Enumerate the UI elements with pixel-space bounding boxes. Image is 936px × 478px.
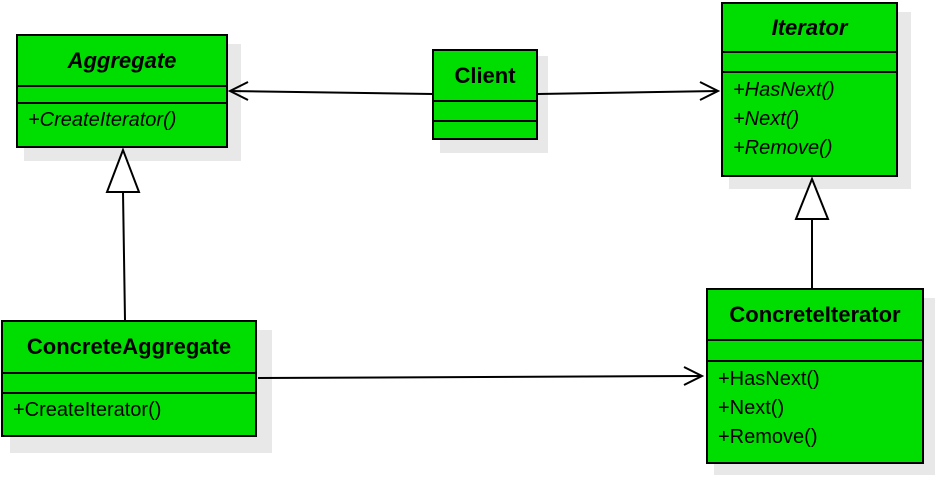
attributes-compartment <box>434 102 536 122</box>
concrete-aggregate-class[interactable]: ConcreteAggregate +CreateIterator() <box>1 320 257 437</box>
class-name: ConcreteIterator <box>708 290 922 341</box>
operation: +Remove() <box>733 137 833 159</box>
attributes-compartment <box>3 374 255 394</box>
client-class[interactable]: Client <box>432 49 538 140</box>
operations-compartment: +HasNext() +Next() +Remove() <box>723 73 896 163</box>
operation: +CreateIterator() <box>28 109 177 131</box>
operations-compartment: +CreateIterator() <box>18 104 226 135</box>
operation: +Next() <box>718 397 785 419</box>
concrete-iterator-class[interactable]: ConcreteIterator +HasNext() +Next() +Rem… <box>706 288 924 464</box>
operation: +Remove() <box>718 426 818 448</box>
operation: +CreateIterator() <box>13 399 162 421</box>
concrete-aggregate-generalization <box>105 147 141 321</box>
class-name: Client <box>434 51 536 102</box>
operations-compartment: +CreateIterator() <box>3 394 255 425</box>
class-name: Aggregate <box>18 36 226 87</box>
operation: +HasNext() <box>733 79 835 101</box>
operations-compartment <box>434 122 536 126</box>
attributes-compartment <box>723 53 896 73</box>
concrete-iterator-generalization <box>794 176 830 288</box>
class-name: Iterator <box>723 4 896 53</box>
client-iterator-association <box>537 81 721 101</box>
attributes-compartment <box>18 87 226 104</box>
operation: +Next() <box>733 108 800 130</box>
iterator-class[interactable]: Iterator +HasNext() +Next() +Remove() <box>721 2 898 177</box>
operations-compartment: +HasNext() +Next() +Remove() <box>708 362 922 452</box>
concrete-aggregate-concrete-iterator-association <box>257 366 705 386</box>
operation: +HasNext() <box>718 368 820 390</box>
aggregate-class[interactable]: Aggregate +CreateIterator() <box>16 34 228 148</box>
client-aggregate-association <box>227 81 434 101</box>
class-name: ConcreteAggregate <box>3 322 255 374</box>
attributes-compartment <box>708 341 922 362</box>
